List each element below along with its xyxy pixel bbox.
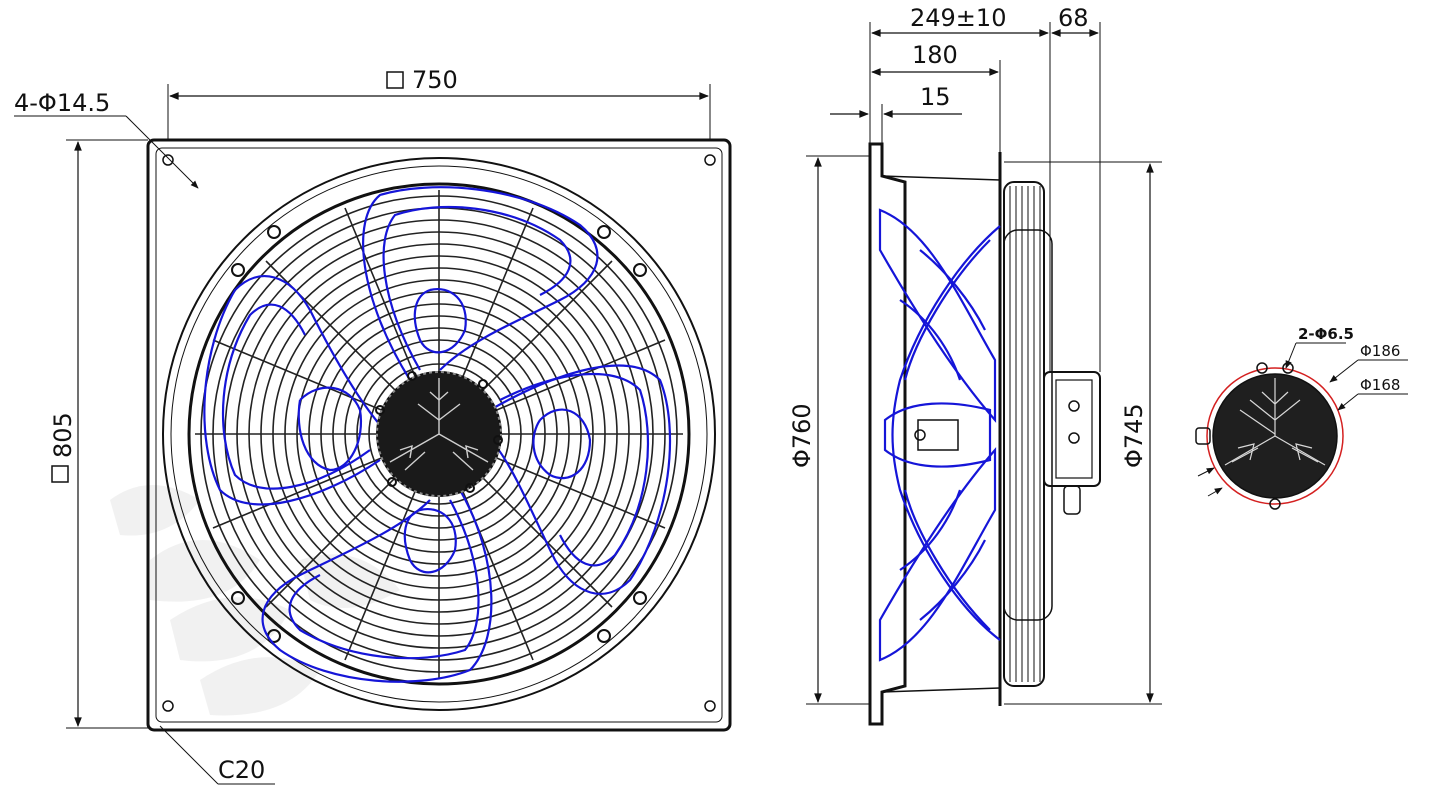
mounting-hole bbox=[704, 154, 716, 166]
plate-height-label: 805 bbox=[49, 412, 77, 458]
flange-depth-label: 180 bbox=[912, 41, 958, 69]
motor-outer-diameter-label: Φ186 bbox=[1360, 342, 1400, 360]
total-depth-label: 249±10 bbox=[910, 4, 1006, 32]
motor-holes-label: 2-Φ6.5 bbox=[1298, 325, 1354, 343]
mounting-plate bbox=[146, 138, 732, 732]
plate-width-label: 750 bbox=[412, 66, 458, 94]
mounting-hole bbox=[162, 700, 174, 712]
mounting-hole-label: 4-Φ14.5 bbox=[14, 89, 110, 117]
inner-diameter-label: Φ745 bbox=[1120, 403, 1148, 468]
impeller-blades bbox=[203, 186, 672, 683]
mounting-hole bbox=[704, 700, 716, 712]
square-symbol bbox=[386, 71, 404, 89]
outer-diameter-label: Φ760 bbox=[788, 403, 816, 468]
side-blades bbox=[878, 208, 1001, 662]
front-dimensions: 750 805 4-Φ14.5 C20 bbox=[14, 66, 711, 785]
motor-depth-label: 68 bbox=[1058, 4, 1089, 32]
square-symbol bbox=[51, 465, 69, 483]
motor-inner-diameter-label: Φ168 bbox=[1360, 376, 1400, 394]
side-view bbox=[868, 142, 1101, 726]
watermark-logo bbox=[110, 485, 400, 716]
motor-outer-circle bbox=[1206, 367, 1344, 505]
ring-thickness-label: 15 bbox=[920, 83, 951, 111]
side-dimensions: 249±10 68 180 15 Φ760 Φ745 bbox=[788, 4, 1162, 705]
chamfer-label: C20 bbox=[218, 756, 265, 784]
front-view bbox=[146, 138, 732, 732]
motor-view: 2-Φ6.5 Φ186 Φ168 bbox=[1195, 325, 1408, 510]
mounting-hole bbox=[162, 154, 174, 166]
